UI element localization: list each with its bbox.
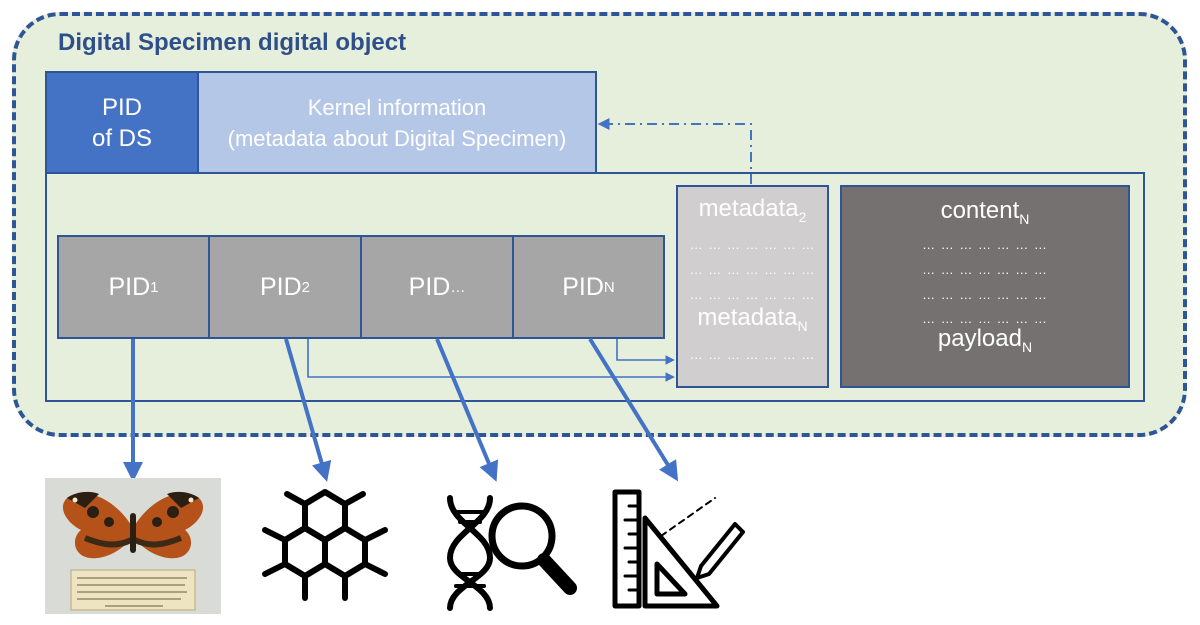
pid-n-base: PID (562, 272, 604, 301)
hexagon-network-icon (255, 478, 395, 614)
payload-n-base: payload (937, 325, 1022, 352)
dna-magnifier-icon (438, 478, 588, 614)
metadata-n-base: metadata (697, 304, 798, 331)
content-n-label: contentN (842, 197, 1128, 227)
metadata-box: metadata2 … … … … … … … … … … … … … … … … (676, 185, 829, 388)
pid-1-sub: 1 (150, 278, 159, 296)
content-n-base: content (940, 197, 1020, 224)
content-dots-row: … … … … … … … (922, 262, 1048, 277)
payload-n-label: payloadN (842, 325, 1128, 355)
kernel-subtitle: (metadata about Digital Specimen) (227, 125, 567, 151)
kernel-title: Kernel information (307, 94, 487, 120)
metadata-2-label: metadata2 (678, 195, 827, 225)
pid-of-ds-line2: of DS (91, 124, 153, 152)
content-dots-row: … … … … … … … (922, 237, 1048, 252)
metadata-2-sub: 2 (798, 209, 807, 225)
pid-2-sub: 2 (301, 278, 311, 296)
metadata-dots-row: … … … … … … … (689, 347, 816, 362)
pid-ellipsis-cell: PID… (360, 235, 514, 339)
payload-n-sub: N (1021, 339, 1033, 355)
content-n-sub: N (1019, 211, 1030, 227)
metadata-dots-row: … … … … … … … (689, 237, 816, 252)
diagram-title: Digital Specimen digital object (58, 29, 407, 56)
metadata-n-label: metadataN (678, 304, 827, 334)
metadata-dots-row: … … … … … … … (689, 287, 816, 302)
pid-ellipsis-base: PID (408, 272, 451, 301)
metadata-n-sub: N (797, 318, 808, 334)
pid-2-base: PID (259, 272, 302, 301)
ruler-triangle-pencil-icon (605, 478, 755, 614)
pid-ellipsis-sub: … (450, 278, 466, 296)
pid-n-sub: N (603, 278, 615, 296)
metadata-2-base: metadata (698, 195, 799, 222)
pid-of-ds-box: PID of DS (45, 71, 199, 174)
content-payload-box: contentN … … … … … … … … … … … … … … … …… (840, 185, 1130, 388)
pid-of-ds-line1: PID (101, 93, 142, 121)
metadata-dots-row: … … … … … … … (689, 262, 816, 277)
kernel-information-box: Kernel information (metadata about Digit… (197, 71, 597, 174)
content-dots-row: … … … … … … … (922, 311, 1048, 326)
pid-1-base: PID (108, 272, 151, 301)
butterfly-specimen-image (45, 478, 221, 614)
content-dots-row: … … … … … … … (922, 287, 1048, 302)
